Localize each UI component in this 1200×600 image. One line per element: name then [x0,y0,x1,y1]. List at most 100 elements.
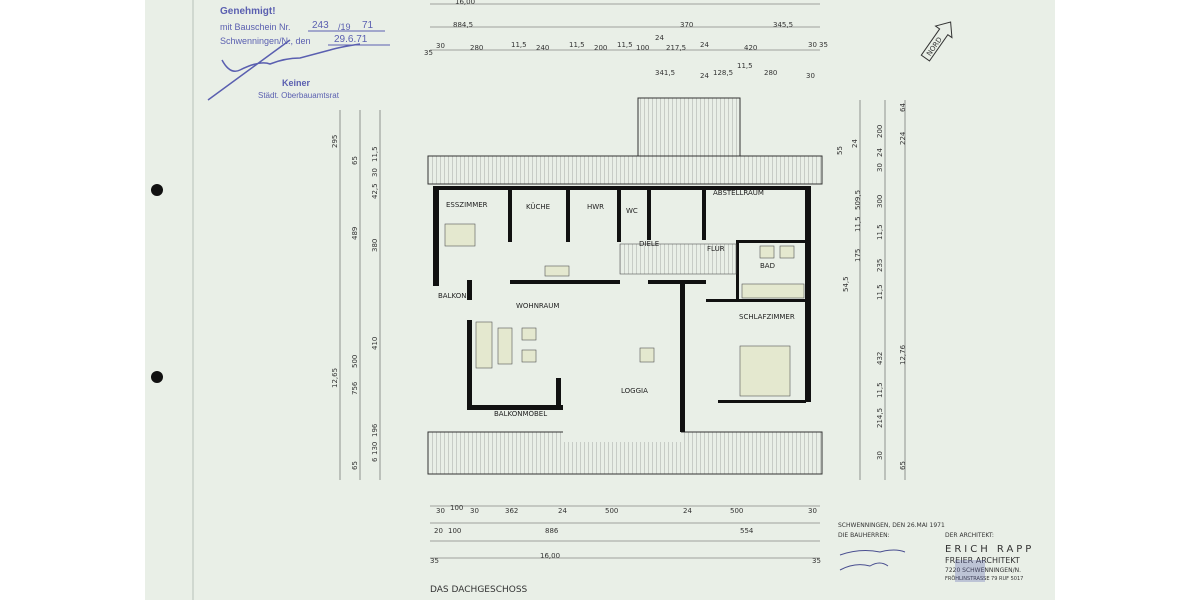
approval-stamp: Genehmigt! mit Bauschein Nr. 243 /19 71 … [207,6,390,101]
dimension-label: 295 [331,135,339,148]
owners-label: DIE BAUHERREN: [838,532,890,539]
building-outline [427,97,823,475]
room-bad: BAD [760,262,775,270]
dimension-label: 35 [819,41,828,49]
dimension-label: 886 [545,527,559,535]
room-esszimmer: ESSZIMMER [446,201,488,209]
room-flur: FLUR [707,245,725,253]
dimension-label: 100 [636,44,649,52]
dimension-label: 380 [371,239,379,252]
place-date: SCHWENNINGEN, DEN 26.MAI 1971 [838,522,945,529]
dimension-label: 224 [899,131,907,145]
architect-name: ERICH RAPP [945,544,1034,555]
stamp-place-line: Schwenningen/N., den [220,36,311,46]
dimension-label: 100 [450,504,463,512]
dimension-label: 64 [899,103,907,112]
approval-date: 29.6.71 [334,34,368,45]
official-signature [207,39,361,101]
dimension-label: 175 [854,249,862,262]
dimension-label: 11,5 [617,41,633,49]
dimension-label: 11,5 [737,62,753,70]
dimension-label: 500 [605,507,618,515]
drawing-sheet [145,0,1055,600]
dimension-label: 35 [430,557,439,565]
dimension-label: 24 [558,507,567,515]
dimension-label: 55 [836,146,844,155]
dimension-label: 16,00 [455,0,475,6]
dimension-label: 300 [876,195,884,208]
architect-label: DER ARCHITEKT: [945,532,994,539]
dimension-label: 11,5 [854,216,862,232]
dimension-label: 554 [740,527,754,535]
dimension-label: 489 [351,227,359,240]
architect-city: 7220 SCHWENNINGEN/N. [945,567,1021,574]
room-balkonmoebel: BALKONMÖBEL [494,409,547,418]
dimension-label: 54,5 [842,276,850,292]
dimension-label: 200 [876,125,884,138]
dimension-label: 20 [434,527,443,535]
dimension-label: 280 [764,69,777,77]
architect-stamp-mark [955,560,985,582]
dimension-label: 196 [371,423,379,437]
dimension-label: 500 [351,355,359,368]
dimension-label: 11,5 [876,284,884,300]
dimension-label: 24 [683,507,692,515]
room-diele: DIELE [639,240,659,248]
owners-signature [839,549,906,571]
dimension-label: 130 [371,442,379,455]
dimension-label: 200 [594,44,607,52]
dimension-label: 30 [806,72,815,80]
dimension-label: 217,5 [666,44,686,52]
dimension-label: 30 [371,168,379,177]
room-labels: ESSZIMMER KÜCHE HWR WC ABSTELLRAUM DIELE… [438,189,795,418]
room-wc: WC [626,207,638,215]
dimension-label: 240 [536,44,549,52]
dimension-label: 11,5 [876,224,884,240]
dimension-label: 6 [371,457,379,462]
room-wohnraum: WOHNRAUM [516,302,559,310]
dimension-label: 30 [436,507,445,515]
official-name: Keiner [282,78,311,88]
architect-title: FREIER ARCHITEKT [945,556,1020,565]
dimension-label: 30 [808,41,817,49]
dimension-label: 12,65 [331,368,339,388]
dimension-label: 756 [351,381,359,395]
dimension-label: 884,5 [453,21,473,29]
dimension-label: 42,5 [371,183,379,199]
dimension-label: 24 [655,34,664,42]
dimension-label: 214,5 [876,408,884,428]
stamp-permit-line: mit Bauschein Nr. [220,22,291,32]
permit-year: 71 [362,20,374,31]
title-block: DAS DACHGESCHOSS SCHWENNINGEN, DEN 26.MA… [430,522,1034,595]
dimension-label: 128,5 [713,69,733,77]
dimension-label: 30 [808,507,817,515]
dimension-label: 24 [876,148,884,157]
dimension-label: 509,5 [854,190,862,210]
north-arrow: NORD [920,21,953,62]
room-kueche: KÜCHE [526,202,550,211]
dimension-label: 362 [505,507,518,515]
dimension-label: 24 [700,72,709,80]
room-schlafzimmer: SCHLAFZIMMER [739,313,795,321]
dimension-label: 11,5 [511,41,527,49]
dimension-label: 30 [436,42,445,50]
dimension-label: 11,5 [569,41,585,49]
room-abstellraum: ABSTELLRAUM [713,189,764,197]
dimension-label: 30 [470,507,479,515]
dimension-label: 432 [876,352,884,365]
dimension-label: 24 [851,139,859,148]
dimension-label: 235 [876,259,884,272]
dimension-label: 341,5 [655,69,675,77]
dimension-label: 35 [812,557,821,565]
permit-number: 243 [312,20,329,31]
room-hwr: HWR [587,203,604,211]
room-loggia: LOGGIA [621,387,648,395]
dimension-label: 280 [470,44,483,52]
stamp-title: Genehmigt! [220,6,276,17]
permit-year-prefix: /19 [338,22,351,32]
dimension-label: 370 [680,21,693,29]
dimension-label: 30 [876,451,884,460]
dimension-label: 65 [351,156,359,165]
